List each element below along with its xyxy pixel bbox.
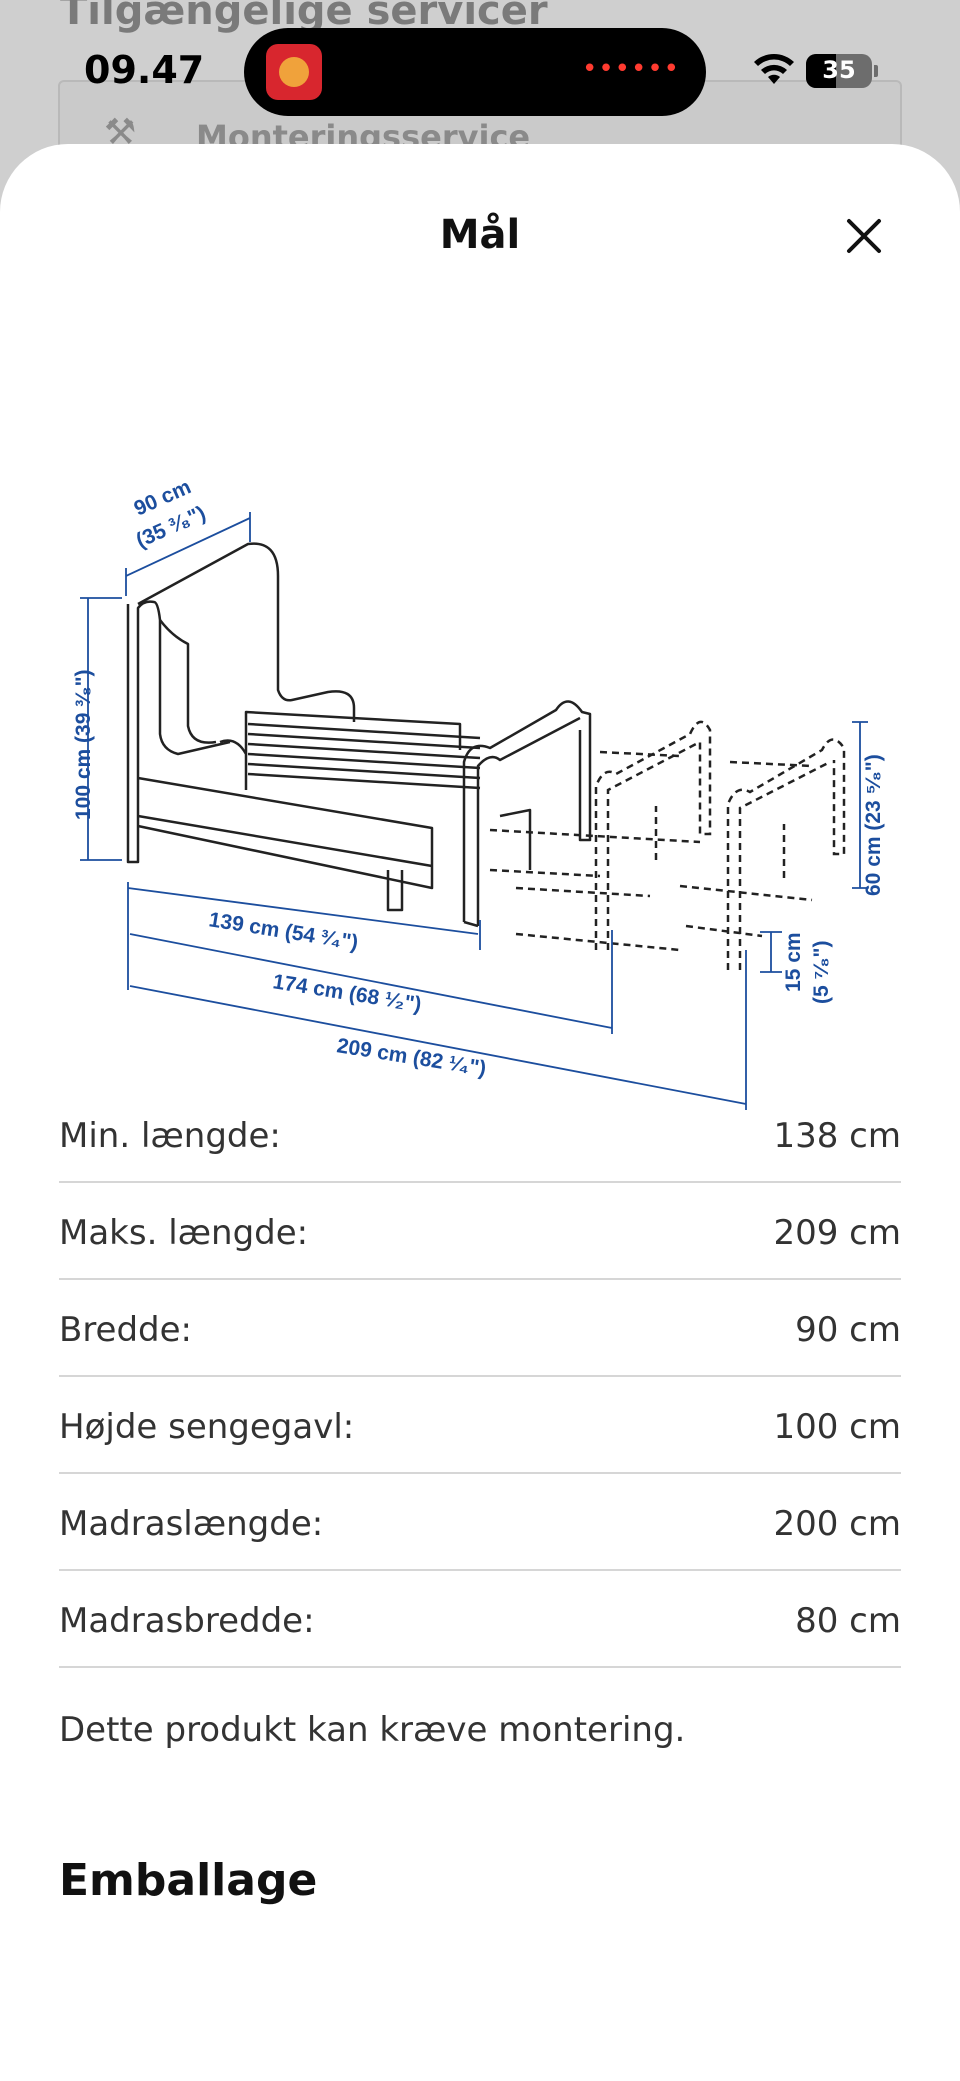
dimension-row-mattress-length: Madraslængde: 200 cm xyxy=(59,1474,901,1571)
height-label: 100 cm (39 ³⁄₈") xyxy=(72,669,95,820)
status-time: 09.47 xyxy=(84,48,205,92)
dimension-row-width: Bredde: 90 cm xyxy=(59,1280,901,1377)
dimension-label: Maks. længde: xyxy=(59,1212,309,1253)
assembly-note: Dette produkt kan kræve montering. xyxy=(59,1710,686,1750)
bed-dimension-diagram: 90 cm (35 ³⁄₈") 100 cm (39 ³⁄₈") 139 cm … xyxy=(72,475,885,1110)
dimension-label: Højde sengegavl: xyxy=(59,1406,355,1447)
dimension-label: Madraslængde: xyxy=(59,1503,324,1544)
wifi-icon xyxy=(754,54,794,84)
packaging-section-title[interactable]: Emballage xyxy=(59,1855,318,1906)
dimensions-sheet: Mål xyxy=(0,144,960,2081)
side-rail xyxy=(244,710,462,754)
dimension-label: Madrasbredde: xyxy=(59,1600,315,1641)
side-height-label: 60 cm (23 ⁵⁄₈") xyxy=(862,754,885,896)
dimension-label: Bredde: xyxy=(59,1309,193,1350)
dimension-row-headboard-height: Højde sengegavl: 100 cm xyxy=(59,1377,901,1474)
dynamic-island: •••••• xyxy=(244,28,706,116)
dimension-value: 138 cm xyxy=(773,1115,901,1156)
live-activity-app-icon xyxy=(266,44,322,100)
dimension-value: 100 cm xyxy=(773,1406,901,1447)
dimension-row-min-length: Min. længde: 138 cm xyxy=(59,1086,901,1183)
dimension-value: 80 cm xyxy=(795,1600,901,1641)
sheet-title: Mål xyxy=(439,212,521,258)
close-button[interactable] xyxy=(840,212,888,260)
extension-pieces xyxy=(489,720,846,970)
battery-icon: 35 xyxy=(806,54,878,88)
clearance-label: 15 cm xyxy=(782,932,805,992)
dimension-row-mattress-width: Madrasbredde: 80 cm xyxy=(59,1571,901,1668)
dimension-value: 200 cm xyxy=(773,1503,901,1544)
dimension-lines xyxy=(80,512,868,1110)
battery-level: 35 xyxy=(822,56,856,84)
headboard xyxy=(126,600,231,864)
dimension-value: 90 cm xyxy=(795,1309,901,1350)
footboard xyxy=(462,700,592,922)
length-209-label: 209 cm (82 ¹⁄₄") xyxy=(335,1034,487,1080)
close-icon xyxy=(847,219,881,253)
dimension-value: 209 cm xyxy=(773,1212,901,1253)
clearance-inch-label: (5 ⁷⁄₈") xyxy=(810,941,833,1004)
dimension-row-max-length: Maks. længde: 209 cm xyxy=(59,1183,901,1280)
recording-dots-icon: •••••• xyxy=(581,54,680,84)
dimension-label: Min. længde: xyxy=(59,1115,281,1156)
dimensions-list: Min. længde: 138 cm Maks. længde: 209 cm… xyxy=(59,1086,901,1668)
